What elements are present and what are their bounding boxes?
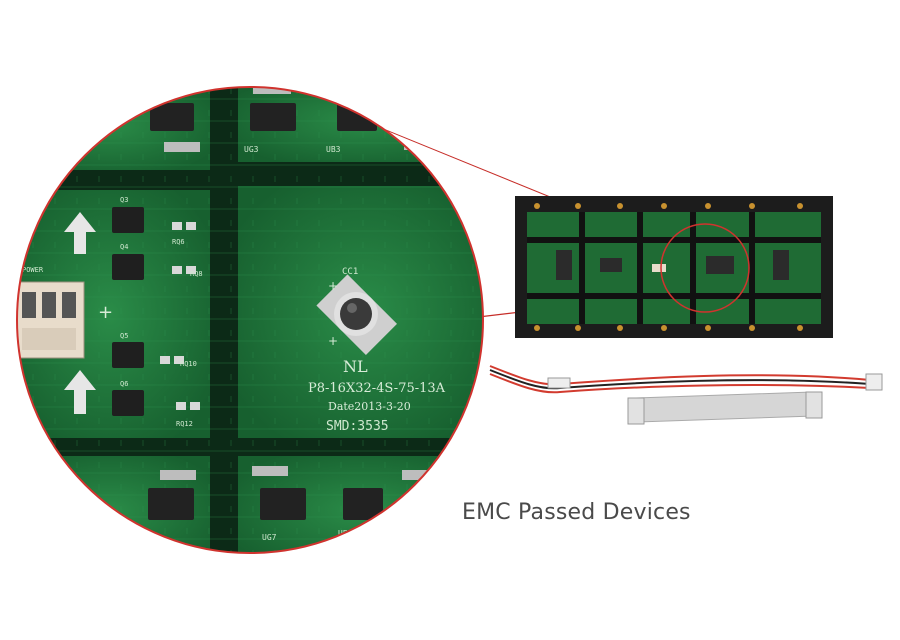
- label-date: Date2013-3-20: [328, 400, 411, 413]
- label-rq10: RQ10: [180, 360, 197, 368]
- label-rq12: RQ12: [176, 420, 193, 428]
- label-ug3: UG3: [244, 145, 259, 154]
- label-brand: NL: [343, 357, 368, 376]
- svg-text:+: +: [328, 334, 338, 348]
- label-ub3: UB3: [326, 145, 341, 154]
- up-arrow-icon: [64, 212, 96, 254]
- label-ug7: UG7: [262, 533, 277, 542]
- power-cable: [489, 365, 883, 394]
- caption: EMC Passed Devices: [462, 500, 691, 525]
- svg-text:+: +: [328, 279, 338, 293]
- svg-text:+: +: [98, 302, 113, 323]
- detail-highlight-ring: [660, 223, 750, 313]
- label-q5: Q5: [120, 332, 128, 340]
- label-smd: SMD:3535: [326, 419, 389, 434]
- label-cc1: CC1: [342, 267, 358, 277]
- magnifier-ring: [16, 86, 484, 554]
- label-rq6: RQ6: [172, 238, 185, 246]
- magnified-pcb: UG3 UB3 UB4 UG7 Q3 Q4 Q5 Q6 RQ6 RQ8 RQ10…: [17, 87, 483, 553]
- capacitor: + +: [316, 274, 398, 356]
- label-power: POWER: [22, 266, 44, 274]
- label-model: P8-16X32-4S-75-13A: [308, 381, 446, 396]
- label-q6: Q6: [120, 380, 128, 388]
- label-q3: Q3: [120, 196, 128, 204]
- up-arrow-icon: [64, 370, 96, 414]
- ribbon-cable: [627, 391, 823, 425]
- label-q4: Q4: [120, 243, 128, 251]
- power-connector: [17, 281, 85, 359]
- led-module-panel: [515, 196, 833, 338]
- label-rq8: RQ8: [190, 270, 203, 278]
